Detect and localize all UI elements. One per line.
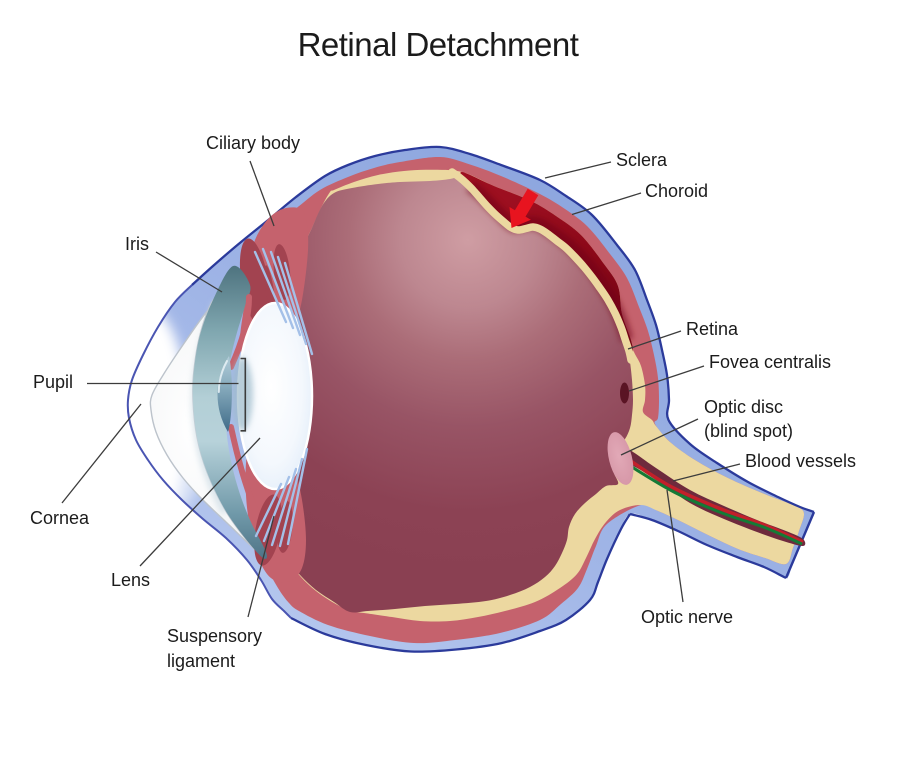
svg-text:Retina: Retina xyxy=(686,319,739,339)
svg-text:Blood vessels: Blood vessels xyxy=(745,451,856,471)
svg-text:Suspensory: Suspensory xyxy=(167,626,262,646)
svg-text:Fovea centralis: Fovea centralis xyxy=(709,352,831,372)
svg-text:Sclera: Sclera xyxy=(616,150,668,170)
svg-text:Lens: Lens xyxy=(111,570,150,590)
svg-text:Pupil: Pupil xyxy=(33,372,73,392)
svg-text:Optic disc: Optic disc xyxy=(704,397,783,417)
svg-text:Iris: Iris xyxy=(125,234,149,254)
svg-text:Choroid: Choroid xyxy=(645,181,708,201)
svg-text:Optic nerve: Optic nerve xyxy=(641,607,733,627)
svg-text:Cornea: Cornea xyxy=(30,508,90,528)
svg-text:Ciliary body: Ciliary body xyxy=(206,133,300,153)
svg-text:(blind spot): (blind spot) xyxy=(704,421,793,441)
svg-text:Retinal Detachment: Retinal Detachment xyxy=(298,26,579,63)
svg-text:ligament: ligament xyxy=(167,651,235,671)
